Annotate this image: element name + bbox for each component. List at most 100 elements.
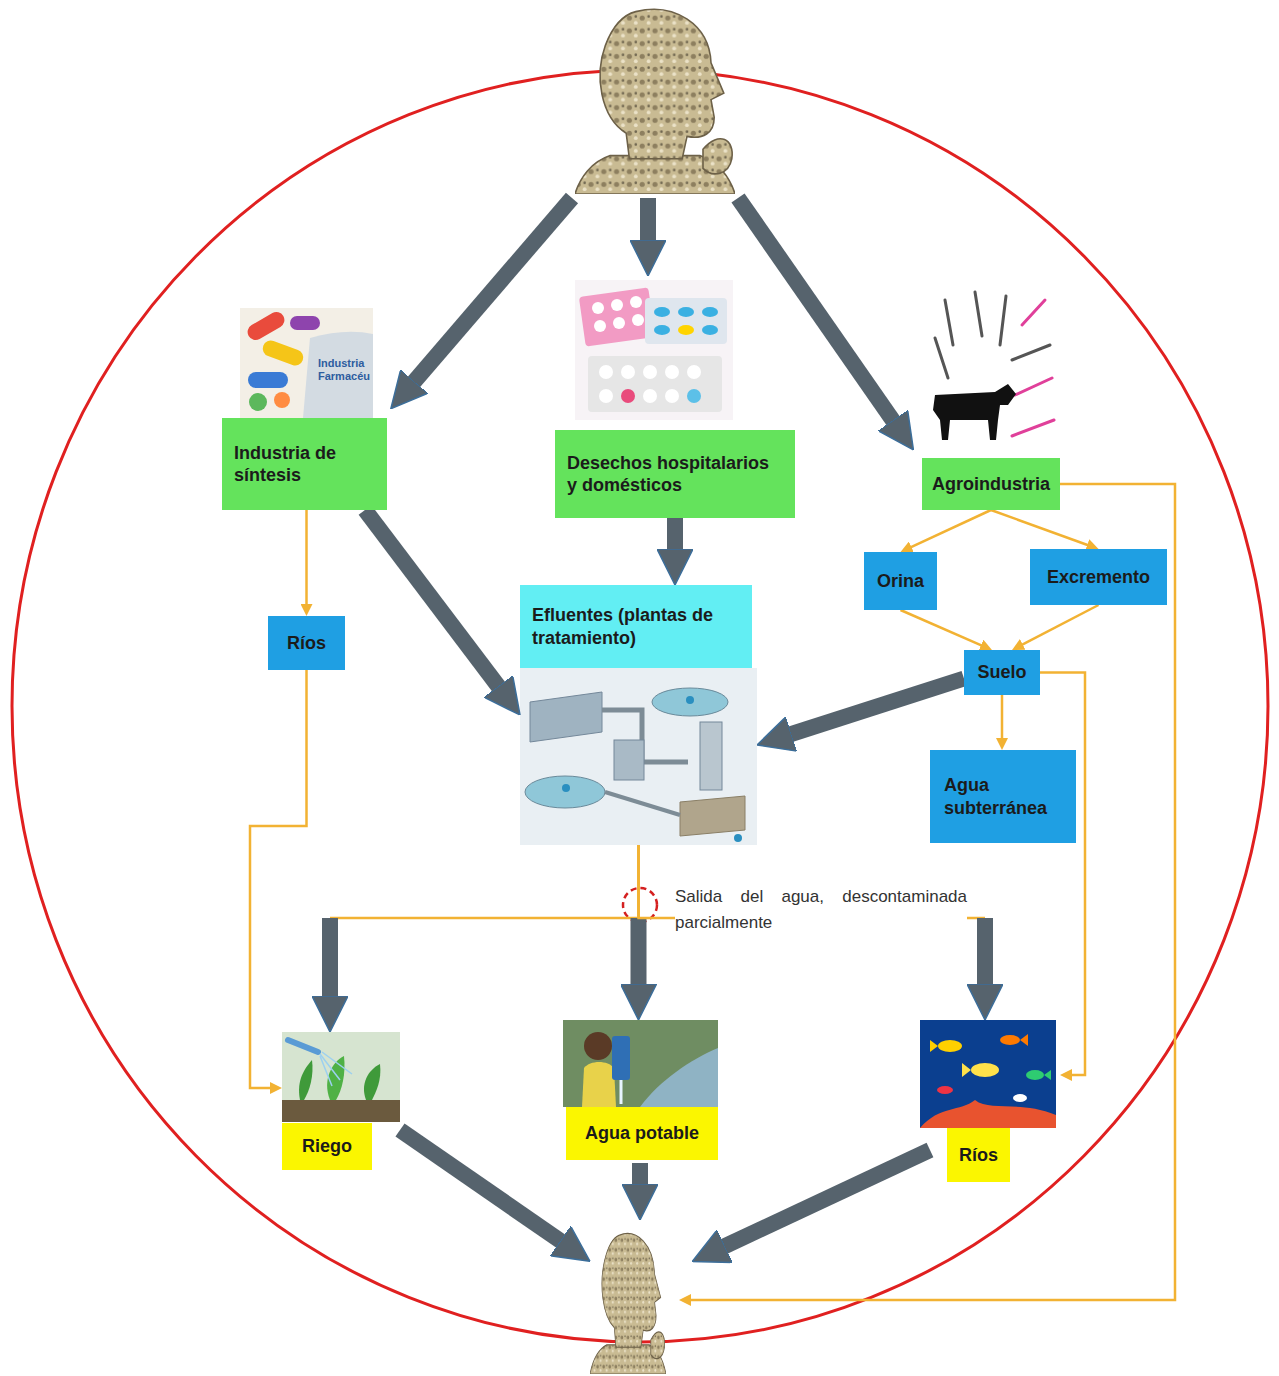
source-box: Industria de síntesis	[222, 418, 387, 510]
flow-line	[1022, 605, 1099, 645]
blister-photo	[665, 389, 679, 403]
blister-photo	[702, 307, 718, 317]
flow-arrow	[789, 679, 964, 735]
river-photo	[1013, 1094, 1027, 1102]
flow-connector	[639, 845, 986, 986]
flow-arrow	[632, 1163, 648, 1186]
blister-photo	[599, 365, 613, 379]
waste-box: Orina	[864, 552, 937, 610]
river-photo	[938, 1040, 962, 1052]
pills-photo	[240, 308, 373, 418]
irrigation-photo	[282, 1032, 400, 1122]
treatment-plant-picture	[562, 784, 570, 792]
flow-arrow	[413, 198, 572, 383]
irrigation-photo	[364, 1064, 380, 1100]
flow-connector	[1022, 605, 1099, 645]
flow-line	[1001, 695, 1004, 739]
blister-photo	[621, 389, 635, 403]
blister-photo	[645, 298, 727, 344]
treatment-plant-picture	[652, 688, 728, 716]
irrigation-use: Riego	[282, 1032, 400, 1172]
pills-photo	[245, 309, 288, 343]
blister-photo	[594, 320, 606, 332]
blister-photo	[613, 317, 625, 329]
blister-photo	[592, 302, 604, 314]
flow-connector	[365, 510, 500, 688]
node-text: Orina	[864, 552, 937, 610]
blister-photo	[687, 365, 701, 379]
syringe-cow-photo	[1015, 378, 1052, 395]
treatment-plant-picture	[530, 692, 602, 742]
flow-arrow	[738, 198, 894, 422]
flow-connector	[991, 510, 1088, 545]
pills-photo	[261, 338, 306, 367]
irrigation-photo	[299, 1060, 313, 1100]
flow-connector	[250, 670, 307, 1088]
syringe-cow-photo	[935, 338, 948, 378]
flow-connector	[675, 518, 676, 551]
flow-connector	[1002, 695, 1003, 739]
node-text: Agua subterránea	[930, 750, 1076, 843]
drinking-water-photo	[563, 1020, 718, 1107]
blister-photo	[632, 314, 644, 326]
river-photo	[962, 1063, 971, 1077]
river-photo	[920, 1020, 1056, 1128]
pills-photo	[240, 308, 373, 418]
human-figure	[590, 1234, 666, 1374]
node-text: Industria de síntesis	[222, 418, 387, 510]
blister-photo	[575, 280, 733, 420]
flow-connector	[911, 510, 992, 547]
pills-photo	[290, 316, 320, 330]
flow-line	[330, 845, 639, 918]
syringe-cow-photo	[935, 292, 1050, 378]
drinking-water-photo	[584, 1032, 612, 1060]
waste-box: Excremento	[1030, 549, 1167, 605]
river-photo	[930, 1040, 938, 1052]
pills-photo	[248, 372, 288, 388]
flow-line	[901, 610, 982, 646]
syringe-cow-photo	[1012, 420, 1054, 436]
blister-photo	[687, 389, 701, 403]
flow-connector	[789, 679, 964, 735]
node-text: Agroindustria	[922, 458, 1060, 510]
irrigation-photo	[288, 1040, 318, 1052]
human-figure	[575, 9, 735, 194]
flow-line	[1040, 673, 1085, 1076]
flow-line	[911, 510, 992, 547]
blister-photo	[702, 325, 718, 335]
outflow-note: Salida del agua, descontaminada parcialm…	[675, 884, 967, 937]
blister-photo	[588, 356, 722, 412]
syringe-cow-photo	[1022, 300, 1045, 325]
flow-arrow	[977, 918, 993, 986]
blister-photo	[665, 365, 679, 379]
river-photo	[1020, 1034, 1028, 1046]
syringe-cow-photo	[945, 300, 953, 345]
treatment-plant-picture	[614, 740, 644, 780]
river-photo	[1026, 1070, 1044, 1080]
flow-connector	[306, 510, 307, 605]
flow-connector	[330, 845, 639, 998]
syringe-cow-photo	[1012, 300, 1054, 436]
river-photo	[1000, 1035, 1020, 1045]
node-text: Suelo	[964, 650, 1040, 695]
river-photo	[920, 1100, 1056, 1128]
node-text: Desechos hospitalarios y domésticos	[555, 430, 795, 518]
flow-connector	[1040, 673, 1085, 1076]
blister-photo	[643, 389, 657, 403]
blister-photo	[654, 325, 670, 335]
pills-photo	[303, 332, 373, 418]
treatment-plant-picture	[686, 696, 694, 704]
flow-line	[250, 670, 307, 1088]
flow-line	[991, 510, 1088, 545]
blister-photo	[621, 365, 635, 379]
river-photo	[1044, 1070, 1051, 1080]
node-text: Agua potable	[566, 1107, 718, 1160]
irrigation-photo	[320, 1056, 332, 1086]
blister-photo	[611, 299, 623, 311]
photo-caption: Industria Farmacéu	[318, 357, 372, 383]
river-photo	[920, 1020, 1056, 1128]
irrigation-photo	[282, 1032, 400, 1122]
